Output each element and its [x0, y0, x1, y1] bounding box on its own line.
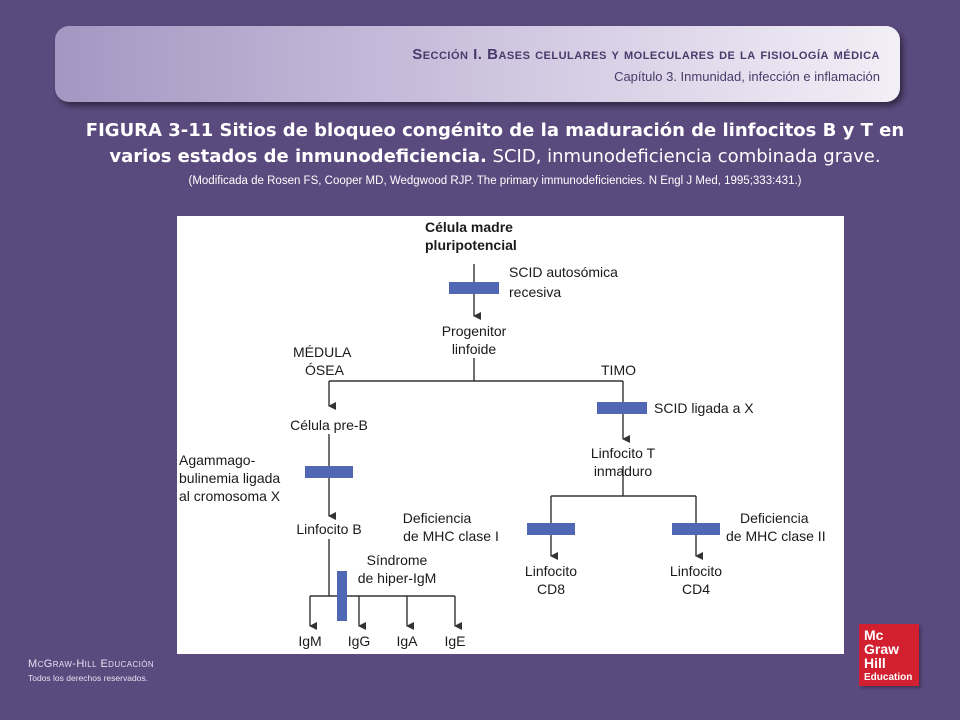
mhc-class-2-label-2: de MHC clase II — [726, 528, 826, 544]
scid-autosomal-label-1: SCID autosómica — [509, 264, 618, 280]
diagram-canvas: Célula madre pluripotencial SCID autosóm… — [179, 219, 826, 649]
block-scid-autosomal — [449, 282, 499, 294]
cd4-label-2: CD4 — [682, 581, 710, 597]
scid-x-linked-label: SCID ligada a X — [654, 400, 754, 416]
cd8-label-2: CD8 — [537, 581, 565, 597]
lymphocyte-maturation-diagram: Célula madre pluripotencial SCID autosóm… — [177, 216, 844, 654]
progenitor-label-1: Progenitor — [442, 323, 507, 339]
scid-autosomal-label-2: recesiva — [509, 284, 561, 300]
igg-label: IgG — [348, 633, 371, 649]
caption-title-rest: SCID, inmunodeficiencia combinada grave. — [486, 146, 881, 167]
block-agammaglobulinemia — [305, 466, 353, 478]
hyper-igm-label-2: de hiper-IgM — [358, 570, 437, 586]
caption-title: FIGURA 3-11 Sitios de bloqueo congénito … — [80, 118, 910, 170]
immature-t-label-1: Linfocito T — [591, 445, 656, 461]
stem-cell-label-1: Célula madre — [425, 219, 513, 235]
block-mhc-class-2 — [672, 523, 720, 535]
immature-t-label-2: inmaduro — [594, 463, 653, 479]
section-title: Sección I. Bases celulares y moleculares… — [412, 46, 880, 63]
logo-line-2: Graw — [864, 641, 900, 657]
figure-caption: FIGURA 3-11 Sitios de bloqueo congénito … — [80, 118, 910, 189]
igm-label: IgM — [298, 633, 321, 649]
caption-reference: (Modificada de Rosen FS, Cooper MD, Wedg… — [188, 175, 802, 187]
mhc-class-1-label-1: Deficiencia — [403, 510, 472, 526]
mhc-class-2-label-1: Deficiencia — [740, 510, 809, 526]
block-mhc-class-1 — [527, 523, 575, 535]
cd8-label-1: Linfocito — [525, 563, 577, 579]
mcgraw-hill-logo: Mc Graw Hill Education — [859, 624, 919, 686]
publisher-name: McGraw-Hill Educación — [28, 658, 155, 670]
bone-marrow-label-1: MÉDULA — [293, 344, 352, 360]
thymus-label: TIMO — [601, 362, 636, 378]
logo-line-4: Education — [864, 672, 913, 683]
caption-title-bold: FIGURA 3-11 Sitios de bloqueo congénito … — [85, 120, 905, 167]
progenitor-label-2: linfoide — [452, 341, 497, 357]
pre-b-cell-label: Célula pre-B — [290, 417, 368, 433]
b-lymphocyte-label: Linfocito B — [296, 521, 361, 537]
rights-notice: Todos los derechos reservados. — [28, 673, 149, 683]
logo-line-1: Mc — [864, 627, 884, 643]
agammaglobulinemia-label-3: al cromosoma X — [179, 488, 281, 504]
mhc-class-1-label-2: de MHC clase I — [403, 528, 499, 544]
logo-line-3: Hill — [864, 655, 886, 671]
iga-label: IgA — [396, 633, 418, 649]
block-sites — [305, 282, 720, 621]
block-scid-x-linked — [597, 402, 647, 414]
header-banner: Sección I. Bases celulares y moleculares… — [55, 26, 900, 102]
cd4-label-1: Linfocito — [670, 563, 722, 579]
bone-marrow-label-2: ÓSEA — [305, 362, 345, 378]
publisher-credit: McGraw-Hill Educación Todos los derechos… — [28, 658, 154, 683]
connector-lines — [309, 264, 703, 630]
block-hyper-igm — [337, 571, 347, 621]
agammaglobulinemia-label-2: bulinemia ligada — [179, 470, 280, 486]
chapter-title: Capítulo 3. Inmunidad, infección e infla… — [614, 69, 880, 84]
hyper-igm-label-1: Síndrome — [367, 552, 428, 568]
agammaglobulinemia-label-1: Agammago- — [179, 452, 256, 468]
ige-label: IgE — [444, 633, 465, 649]
stem-cell-label-2: pluripotencial — [425, 237, 517, 253]
diagram-labels: Célula madre pluripotencial SCID autosóm… — [179, 219, 826, 649]
